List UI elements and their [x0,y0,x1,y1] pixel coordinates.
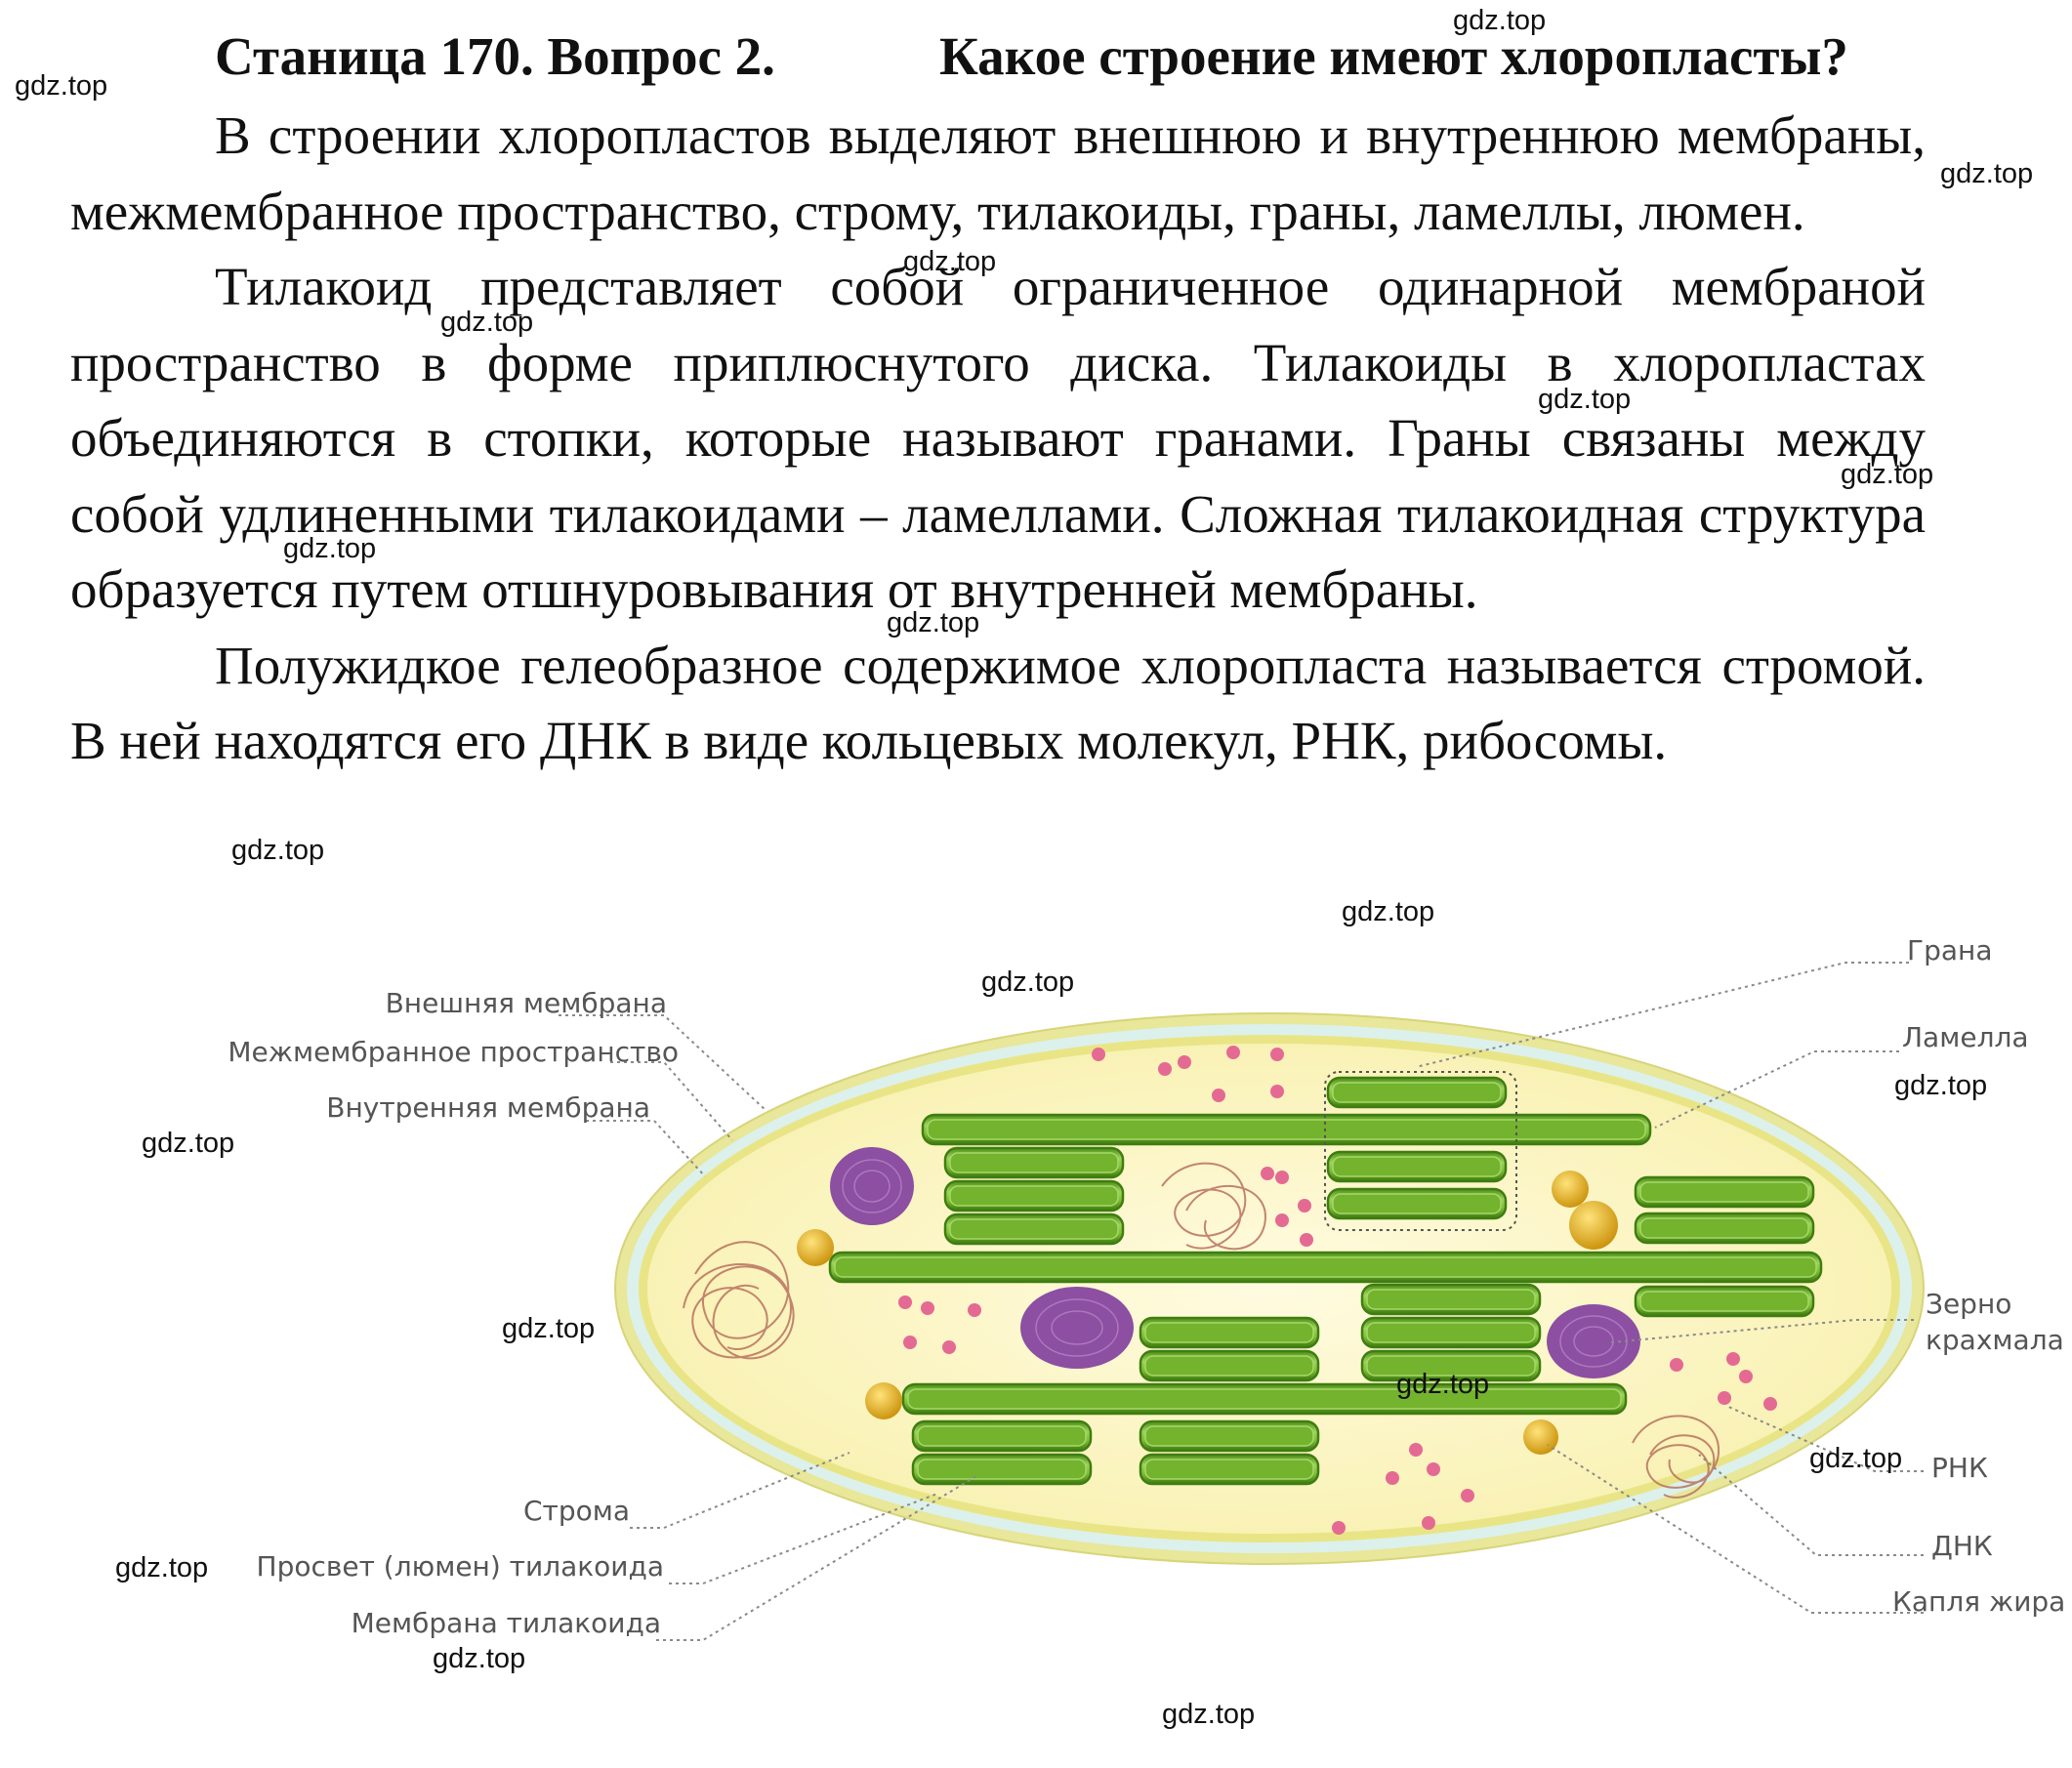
watermark: gdz.top [1940,158,2034,189]
watermark: gdz.top [15,70,108,102]
thylakoid-lumen [1332,1156,1502,1177]
label-rna: РНК [1931,1452,1988,1484]
thylakoid-group [828,1076,1823,1486]
dna-loops [683,1162,1720,1499]
thylakoid-lumen [917,1459,1087,1480]
lipid-droplet [1552,1171,1589,1208]
label-lumen: Просвет (люмен) тилакоида [257,1550,664,1583]
thylakoid-lumen [949,1185,1119,1207]
granum-highlight [1324,1071,1517,1231]
thylakoid-lumen [1144,1355,1314,1377]
label-stroma: Строма [523,1495,630,1527]
paragraph: Тилакоид представляет собой ограниченное… [70,257,1926,619]
label-lipid: Капля жира [1892,1585,2065,1618]
label-thylakoid-membrane: Мембрана тилакоида [352,1607,661,1639]
label-intermembrane-space: Межмембранное пространство [228,1036,679,1068]
starch-grains [830,1147,1640,1378]
watermark: gdz.top [1841,459,1934,490]
leader-lines [559,962,1924,1641]
thylakoid-lumen [834,1256,1817,1278]
label-granum: Грана [1907,934,1992,966]
watermark: gdz.top [1396,1369,1490,1400]
watermark: gdz.top [1453,5,1547,36]
label-starch-line1: Зерно [1926,1288,2011,1320]
page-header: Станица 170. Вопрос 2. Какое строение им… [215,21,1933,92]
question-title: Какое строение имеют хлоропласты? [939,26,1848,86]
watermark: gdz.top [887,607,980,638]
answer-text: В строении хлоропластов выделяют внешнюю… [70,98,1926,779]
watermark: gdz.top [283,533,377,564]
thylakoid-lumen [1639,1291,1809,1312]
watermark: gdz.top [1894,1070,1988,1101]
watermark: gdz.top [1162,1699,1256,1730]
watermark: gdz.top [231,835,325,866]
thylakoid-lumen [1639,1181,1809,1203]
thylakoid-lumen [1144,1459,1314,1480]
watermark: gdz.top [903,246,997,277]
label-lamella: Ламелла [1902,1021,2029,1053]
thylakoid-lumen [949,1218,1119,1240]
label-outer-membrane: Внешняя мембрана [386,987,667,1019]
watermark: gdz.top [142,1128,235,1159]
paragraph: В строении хлоропластов выделяют внешнюю… [70,105,1926,241]
watermark: gdz.top [502,1313,596,1344]
watermark: gdz.top [433,1643,526,1674]
ribosomes [898,1046,1777,1535]
thylakoid-lumen [1366,1322,1536,1343]
thylakoid-lumen [1144,1425,1314,1447]
thylakoid-lumen [907,1388,1622,1410]
thylakoid-lumen [917,1425,1087,1447]
paragraph: Полужидкое гелеобразное содержимое хлоро… [70,635,1926,771]
thylakoid-lumen [927,1119,1646,1140]
thylakoid-lumen [1639,1217,1809,1239]
lipid-droplet [797,1229,834,1266]
watermark: gdz.top [1809,1443,1903,1474]
thylakoid-lumen [1366,1289,1536,1310]
watermark: gdz.top [440,307,534,338]
label-dna: ДНК [1931,1530,1993,1562]
watermark: gdz.top [115,1552,209,1583]
thylakoid-lumen [1332,1082,1502,1103]
thylakoid-lumen [1366,1355,1536,1377]
thylakoid-lumen [949,1152,1119,1173]
thylakoid-lumen [1332,1193,1502,1214]
label-starch-line2: крахмала [1926,1324,2064,1356]
label-inner-membrane: Внутренняя мембрана [326,1091,650,1124]
thylakoid-lumen [1144,1322,1314,1343]
watermark: gdz.top [1342,896,1435,927]
lipid-droplet [1569,1201,1618,1250]
starch-grain [830,1147,914,1225]
watermark: gdz.top [981,966,1075,998]
watermark: gdz.top [1538,384,1632,415]
lipid-droplet [1523,1419,1558,1455]
page-title: Станица 170. Вопрос 2. [215,26,775,86]
lipid-droplet [865,1382,902,1419]
lipid-droplets [797,1171,1618,1455]
